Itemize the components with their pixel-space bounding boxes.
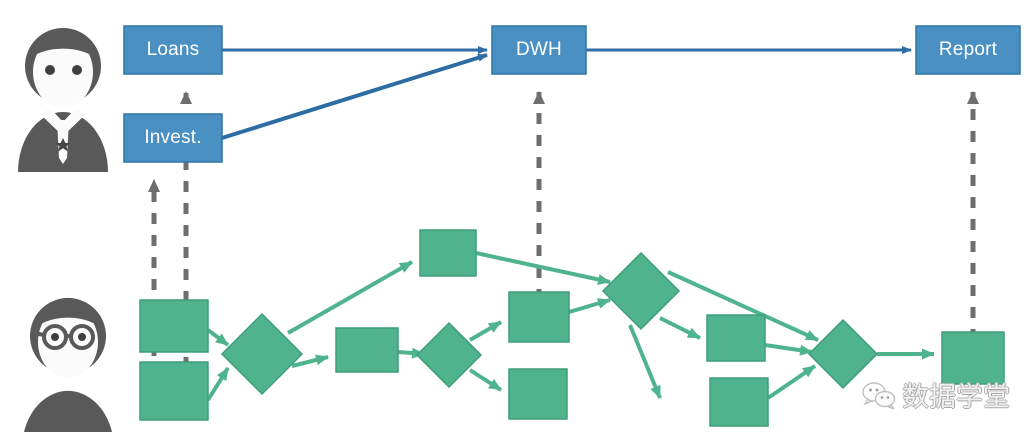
- green-box-g11[interactable]: [709, 377, 769, 427]
- green-edge-g7-g9: [568, 298, 611, 314]
- green-diamond-g12[interactable]: [807, 318, 879, 390]
- business-user-avatar: [18, 28, 108, 172]
- green-box-g5[interactable]: [335, 327, 399, 373]
- green-edge-g3-g4: [287, 260, 413, 335]
- green-box-g7[interactable]: [508, 291, 570, 343]
- green-edge-g10-g12: [764, 343, 813, 356]
- green-box-g1[interactable]: [139, 299, 209, 353]
- green-edge-g9-g10: [659, 316, 701, 340]
- watermark: 数据学堂: [862, 375, 1010, 414]
- green-edge-g6-g8: [468, 368, 503, 392]
- green-nodes: [139, 229, 1005, 427]
- green-edge-g6-g7: [468, 320, 503, 342]
- blue-box-invest[interactable]: [123, 113, 223, 163]
- blue-box-loans[interactable]: [123, 25, 223, 75]
- green-edge-g3-g5: [291, 354, 329, 368]
- green-diamond-g6[interactable]: [415, 321, 483, 389]
- blue-box-report[interactable]: [915, 25, 1021, 75]
- green-box-g10[interactable]: [706, 314, 766, 362]
- green-box-g8[interactable]: [508, 368, 568, 420]
- green-edge-g11-g12: [766, 364, 817, 400]
- green-edge-g9-g11: [628, 324, 662, 399]
- blue-edge-invest-dwh: [221, 53, 488, 140]
- green-diamond-g9[interactable]: [601, 251, 681, 331]
- green-edge-g9-g12: [667, 270, 819, 342]
- green-edge-g1-g3: [206, 328, 230, 347]
- green-box-g4[interactable]: [419, 229, 477, 277]
- developer-avatar: [24, 297, 112, 432]
- green-edge-g4-g9: [475, 251, 611, 285]
- watermark-text: 数据学堂: [902, 382, 1010, 413]
- green-box-g13[interactable]: [941, 331, 1005, 385]
- wechat-icon: [862, 381, 896, 409]
- green-edges: [206, 251, 935, 402]
- green-diamond-g3[interactable]: [220, 312, 304, 396]
- green-box-g2[interactable]: [139, 361, 209, 421]
- blue-nodes: [123, 25, 1021, 163]
- blue-box-dwh[interactable]: [491, 25, 587, 75]
- green-edge-g2-g3: [206, 366, 230, 402]
